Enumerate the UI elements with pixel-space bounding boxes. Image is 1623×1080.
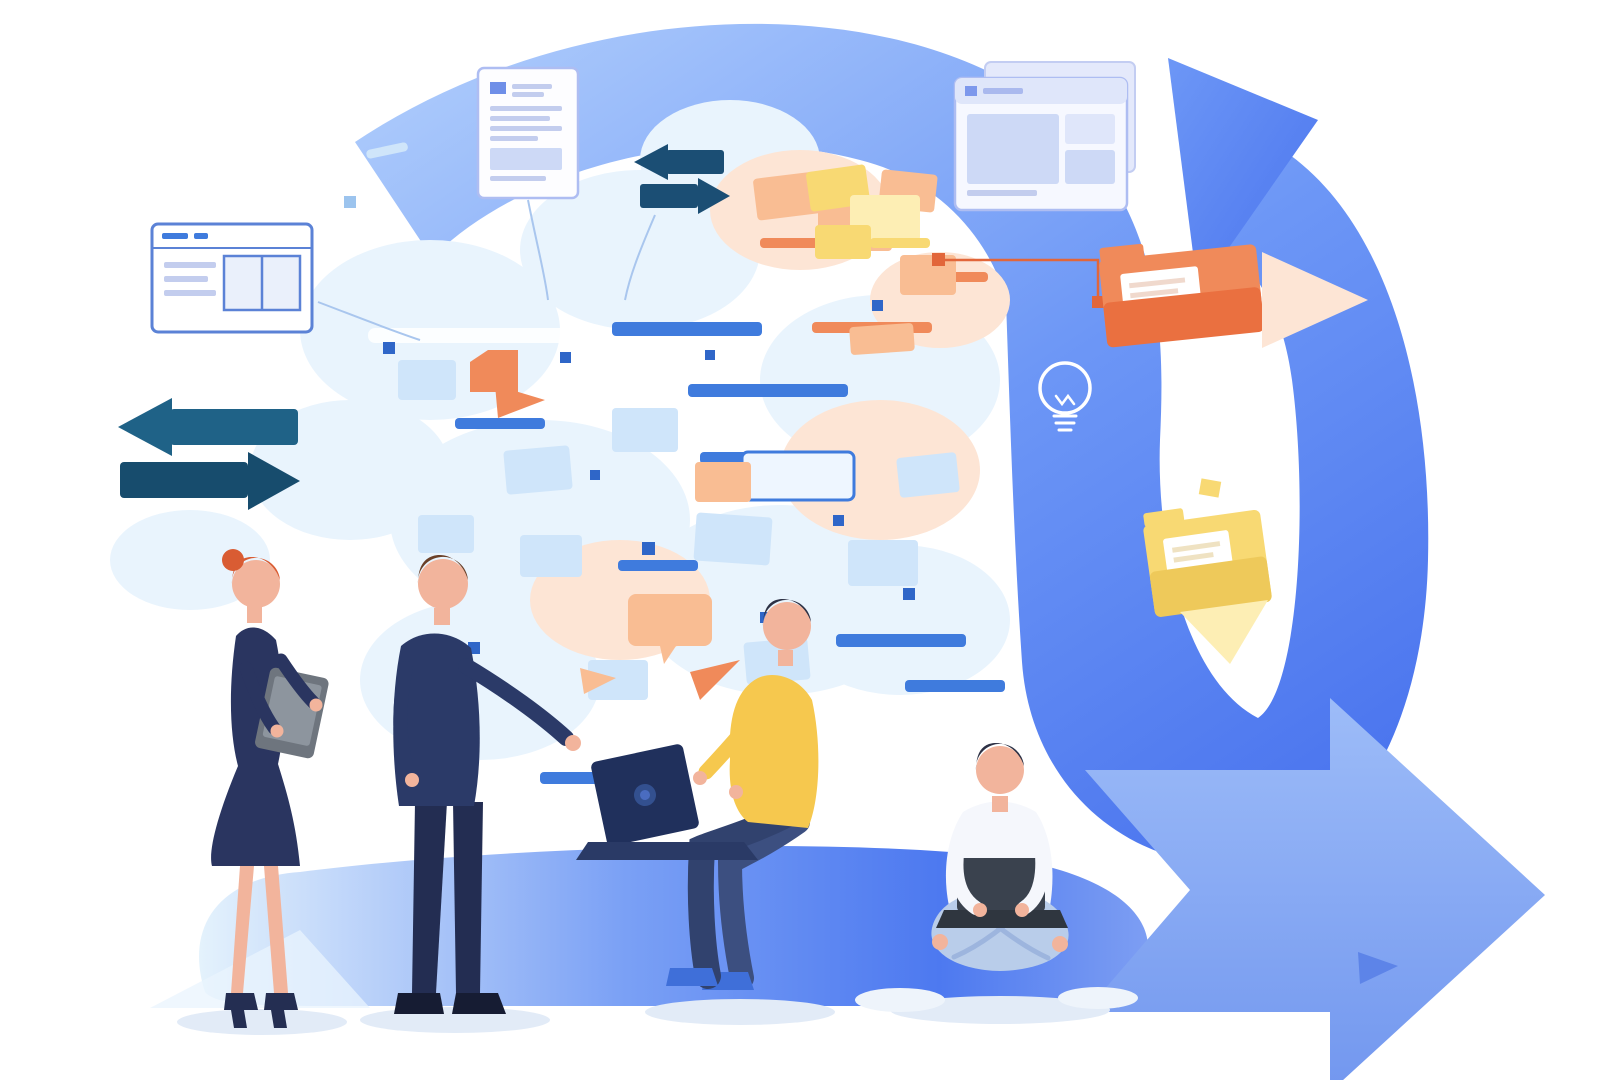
hand (1015, 903, 1029, 917)
woman-with-tablet (177, 549, 347, 1035)
person-laptop-yellow (576, 598, 835, 1025)
cycle-arrow-band (355, 23, 1429, 867)
trouser-leg (453, 802, 483, 993)
trouser-leg (412, 802, 447, 993)
lightbulb-icon (1038, 361, 1092, 432)
laptop (576, 744, 758, 860)
forward-arrow (1085, 698, 1545, 1080)
hair-bun (222, 549, 244, 571)
arm (734, 707, 808, 796)
neck (434, 608, 450, 625)
forward-arrow-accent (1358, 952, 1398, 984)
hand (565, 735, 581, 751)
cycle-arrow (355, 23, 1429, 867)
laptop-screen (957, 858, 1045, 912)
cycle-arrow-head (1168, 58, 1318, 292)
forward-arrow-body (1085, 698, 1545, 1080)
hand (270, 724, 284, 738)
man-in-suit (360, 555, 581, 1033)
person-cross-legged (855, 742, 1138, 1024)
sync-arrows-center (634, 144, 730, 214)
foot (932, 934, 948, 950)
head (976, 746, 1024, 794)
figure-shadow (645, 999, 835, 1025)
document-window-top (476, 66, 580, 200)
neck (247, 606, 262, 623)
neck (992, 796, 1008, 812)
head (232, 560, 280, 608)
hand (973, 903, 987, 917)
laptop-base (936, 910, 1068, 928)
browser-window-left (150, 222, 314, 334)
head (418, 559, 468, 609)
jacket (393, 633, 480, 806)
browser-window-right (953, 61, 1136, 212)
arm (1017, 831, 1050, 915)
figure-shadow (177, 1009, 347, 1035)
hand (693, 771, 707, 785)
heel-shoe (224, 993, 258, 1028)
laptop-base (576, 842, 758, 860)
orange-folder (1099, 243, 1265, 348)
hand (405, 773, 419, 787)
window-header-line (162, 233, 188, 239)
yellow-folder (1143, 508, 1272, 617)
figure-shadow (890, 996, 1110, 1024)
arm (949, 829, 983, 915)
head (763, 602, 811, 650)
arm (698, 692, 776, 780)
leg (264, 866, 288, 993)
hand (309, 698, 323, 712)
arm (393, 661, 416, 781)
shoe (452, 993, 506, 1014)
arm-extended (458, 658, 574, 746)
shoe (394, 993, 444, 1014)
leg (231, 866, 254, 993)
arm (274, 653, 320, 709)
laptop (936, 858, 1068, 928)
leg-far (717, 810, 810, 990)
neck (778, 650, 793, 666)
heel-shoe (264, 993, 298, 1028)
sneaker (666, 968, 718, 986)
hand (729, 785, 743, 799)
foot (1052, 936, 1068, 952)
arm (239, 661, 281, 735)
sync-arrows-left (118, 398, 300, 510)
ground-highlight (150, 930, 370, 1008)
